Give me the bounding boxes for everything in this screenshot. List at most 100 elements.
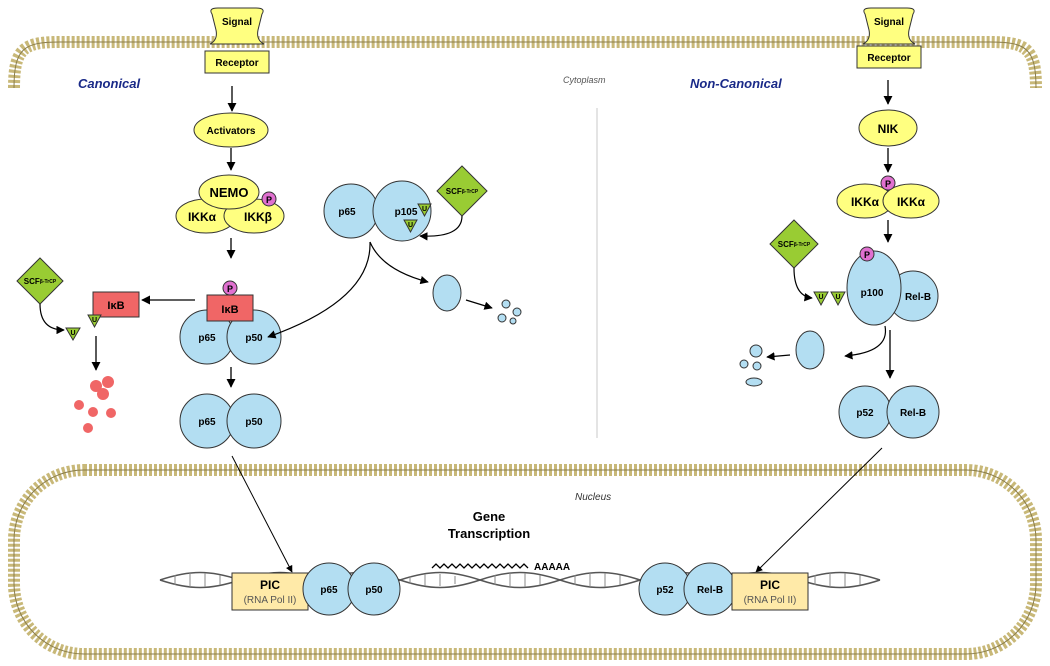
relb-label: Rel-B xyxy=(905,292,931,303)
noncanonical-signal xyxy=(862,7,916,45)
cell-membrane xyxy=(8,36,1042,89)
p52-relb-free: p52 Rel-B xyxy=(838,385,940,439)
svg-text:P: P xyxy=(864,250,870,260)
label-canonical: Canonical xyxy=(78,76,141,91)
p65-label: p65 xyxy=(198,333,216,344)
arrow xyxy=(231,455,293,573)
label-nucleus: Nucleus xyxy=(575,492,611,503)
nucleus-p50-label: p50 xyxy=(365,585,383,596)
arrow xyxy=(793,267,813,302)
p105-label: p105 xyxy=(395,207,418,218)
ikk-alpha-label: IKKα xyxy=(188,210,217,224)
noncanonical-receptor-label: Receptor xyxy=(867,53,910,64)
svg-text:SCFβ-TrCP: SCFβ-TrCP xyxy=(778,240,811,249)
p50-protein xyxy=(226,309,282,365)
ikb-free-label: IκB xyxy=(107,300,124,312)
p65-p105-p65-label: p65 xyxy=(338,207,356,218)
p100-relb-complex: p100 Rel-B P xyxy=(846,246,939,326)
canonical-signal-label: Signal xyxy=(222,17,252,28)
pic-canonical-label: PIC xyxy=(260,578,280,592)
activators-label: Activators xyxy=(207,126,256,137)
gene-transcription-line1: Gene xyxy=(473,509,506,524)
ikk-alpha-dimer: IKKα IKKα P xyxy=(836,175,940,219)
svg-text:P: P xyxy=(885,179,891,189)
label-non-canonical: Non-Canonical xyxy=(690,76,782,91)
arrow xyxy=(844,325,887,360)
p100-fragment xyxy=(795,330,825,370)
scf-btrcp-center: SCFβ-TrCP xyxy=(436,165,488,217)
p100-label: p100 xyxy=(861,288,884,299)
pic-canonical-sub: (RNA Pol II) xyxy=(244,595,297,606)
ubiquitin-ikb: U U xyxy=(65,314,102,341)
svg-text:SCFβ-TrCP: SCFβ-TrCP xyxy=(446,187,479,196)
degraded-p105 xyxy=(497,299,522,325)
pic-noncanonical-label: PIC xyxy=(760,578,780,592)
ikk-alpha-2-label: IKKα xyxy=(897,195,926,209)
processed-fragment xyxy=(432,274,462,312)
svg-text:SCFβ-TrCP: SCFβ-TrCP xyxy=(24,277,57,286)
arrow xyxy=(755,447,883,573)
phospho-ikk xyxy=(261,191,277,207)
nucleus-p52-label: p52 xyxy=(656,585,674,596)
scf-btrcp-right: SCFβ-TrCP xyxy=(769,219,819,269)
ikb-bound xyxy=(206,294,254,322)
canonical-receptor-label: Receptor xyxy=(215,58,258,69)
nemo-label: NEMO xyxy=(210,185,249,200)
phospho-ikk-label: P xyxy=(266,195,272,205)
ubiquitin-p100: U U xyxy=(813,291,846,307)
nemo xyxy=(198,174,260,210)
ikb-bound-label: IκB xyxy=(221,304,238,316)
scf-btrcp-left: SCFβ-TrCP xyxy=(16,257,64,305)
arrow xyxy=(39,303,65,335)
ubiquitin-p105: U U xyxy=(403,203,432,234)
activators xyxy=(193,112,269,148)
p50-label: p50 xyxy=(245,333,263,344)
ikk-alpha-1-label: IKKα xyxy=(851,195,880,209)
svg-text:U: U xyxy=(422,206,427,213)
ikb-free xyxy=(92,291,140,318)
noncanonical-signal-label: Signal xyxy=(874,17,904,28)
polya-tail: AAAAA xyxy=(534,562,570,573)
p52-free-label: p52 xyxy=(856,408,874,419)
pic-canonical: PIC (RNA Pol II) p65 p50 xyxy=(231,562,401,616)
pic-noncanonical-sub: (RNA Pol II) xyxy=(744,595,797,606)
svg-text:U: U xyxy=(818,294,823,301)
mrna-transcript xyxy=(431,563,529,569)
noncanonical-receptor xyxy=(856,45,922,69)
pic-noncanonical: p52 Rel-B PIC (RNA Pol II) xyxy=(638,562,809,616)
p65-free-label: p65 xyxy=(198,417,216,428)
phospho-ikb-label: P xyxy=(227,284,233,294)
degraded-p100 xyxy=(739,344,763,387)
phospho-ikb xyxy=(222,280,238,296)
relb-free-label: Rel-B xyxy=(900,408,926,419)
label-cytoplasm: Cytoplasm xyxy=(563,75,606,85)
phospho-ikk-alpha xyxy=(880,175,896,191)
svg-text:U: U xyxy=(835,294,840,301)
nik xyxy=(858,109,918,147)
svg-text:U: U xyxy=(408,222,413,229)
p65-p105-complex: p65 p105 xyxy=(323,180,432,242)
ikk-beta-label: IKKβ xyxy=(244,210,272,224)
nuclear-membrane xyxy=(8,464,1042,660)
gene-transcription-line2: Transcription xyxy=(448,526,530,541)
arrow xyxy=(465,299,493,310)
degraded-ikb xyxy=(74,376,116,433)
p65-p50-free: p65 p50 xyxy=(179,393,282,449)
nucleus-relb-label: Rel-B xyxy=(697,585,723,596)
svg-text:U: U xyxy=(70,330,75,337)
nik-label: NIK xyxy=(878,122,899,136)
p65-p50-ikb-complex: p65 p50 IκB P xyxy=(179,280,282,365)
arrow xyxy=(766,352,791,361)
canonical-signal xyxy=(209,7,265,45)
canonical-receptor-complex: Signal Receptor xyxy=(204,7,270,74)
ikk-complex: NEMO IKKα IKKβ P xyxy=(175,174,285,234)
canonical-receptor xyxy=(204,50,270,74)
phospho-p100 xyxy=(859,246,875,262)
p50-free-label: p50 xyxy=(245,417,263,428)
arrow xyxy=(419,215,463,241)
svg-text:U: U xyxy=(92,317,97,324)
arrow xyxy=(369,241,429,285)
noncanonical-receptor-complex: Signal Receptor xyxy=(856,7,922,69)
arrow xyxy=(267,241,371,339)
